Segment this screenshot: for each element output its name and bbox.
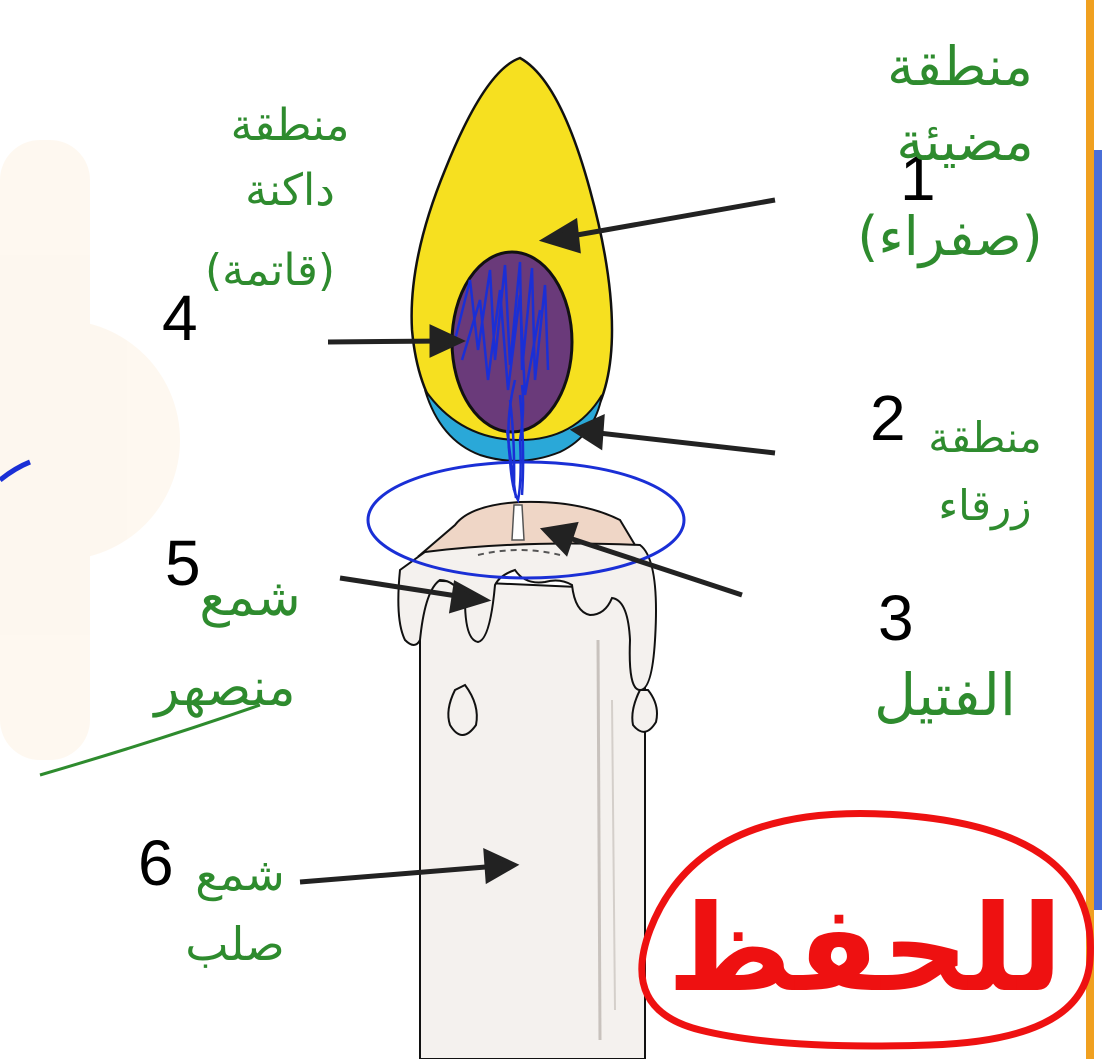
label-number-4: 4 [162,282,198,354]
red-stamp: للحفظ [642,813,1091,1046]
wick [512,505,524,540]
frame-edge-blue [1094,150,1102,910]
label-number-2: 2 [870,382,906,454]
label-5-line-1: شمع [199,568,300,628]
label-4-line-1: منطقة [231,100,350,151]
frame-edge-orange [1086,0,1094,1059]
background-watermark [0,140,180,760]
red-stamp-text: للحفظ [667,880,1062,1019]
label-1-line-1: منطقة [887,35,1033,98]
arrow-4 [328,328,460,354]
label-2-line-2: زرقاء [938,481,1031,530]
label-1-line-3: (صفراء) [857,205,1043,268]
label-4-line-3: (قاتمة) [205,245,335,296]
label-6-line-1: شمع [195,847,285,901]
label-number-5: 5 [165,527,201,599]
candle-body [420,580,645,1059]
label-6-line-2: صلب [185,917,284,971]
label-5-line-2: منصهر [151,658,295,718]
label-4-line-2: داكنة [245,165,335,216]
handwritten-label-2: منطقة زرقاء [928,413,1041,530]
label-number-6: 6 [138,827,174,899]
arrow-2 [575,418,775,453]
handwritten-label-1: منطقة مضيئة (صفراء) [857,35,1043,268]
handwritten-label-4: منطقة داكنة (قاتمة) [205,100,349,296]
label-3-line-1: الفتيل [874,661,1016,729]
label-1-line-2: مضيئة [896,110,1033,173]
label-number-3: 3 [878,582,914,654]
label-2-line-1: منطقة [928,413,1041,462]
handwritten-label-3: الفتيل [874,661,1016,729]
handwritten-label-6: شمع صلب [185,847,285,971]
